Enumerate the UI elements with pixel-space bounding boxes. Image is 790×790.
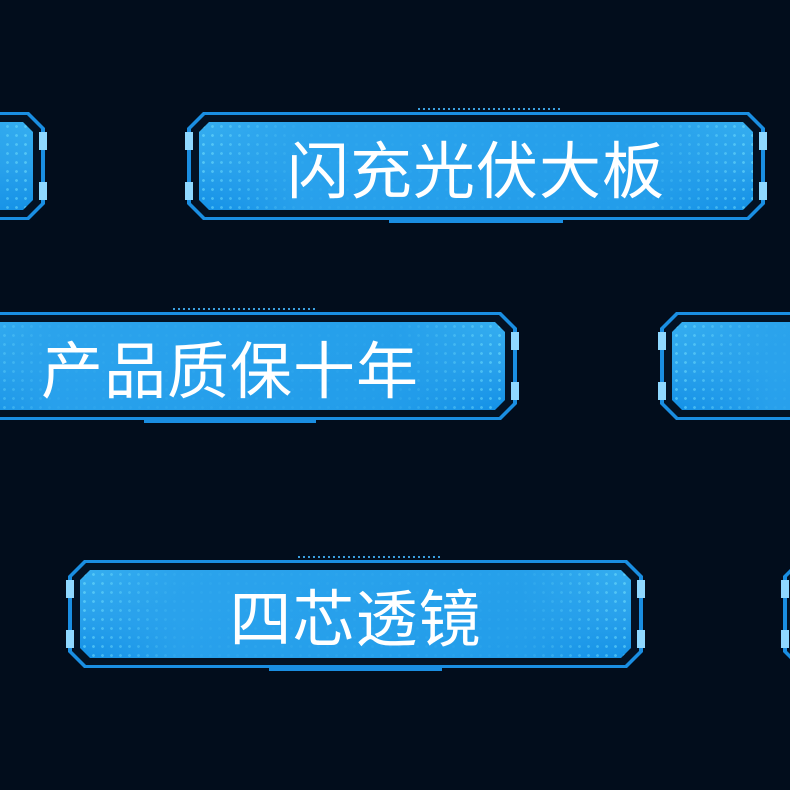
banner-label: 产品质保十年	[40, 335, 419, 408]
banner-label	[0, 112, 45, 220]
banner-partial-left	[0, 112, 47, 220]
banner-label	[660, 312, 790, 420]
banner-fast-charge-solar-panel: 闪充光伏大板	[185, 108, 767, 223]
banner-partial-bottom-right	[781, 560, 790, 668]
banner-ten-year-warranty: 产品质保十年	[0, 308, 519, 423]
banner-four-core-lens: 四芯透镜	[66, 556, 645, 671]
banner-label: 闪充光伏大板	[286, 135, 665, 208]
banner-label: 四芯透镜	[229, 583, 482, 656]
banner-partial-right	[658, 312, 790, 420]
